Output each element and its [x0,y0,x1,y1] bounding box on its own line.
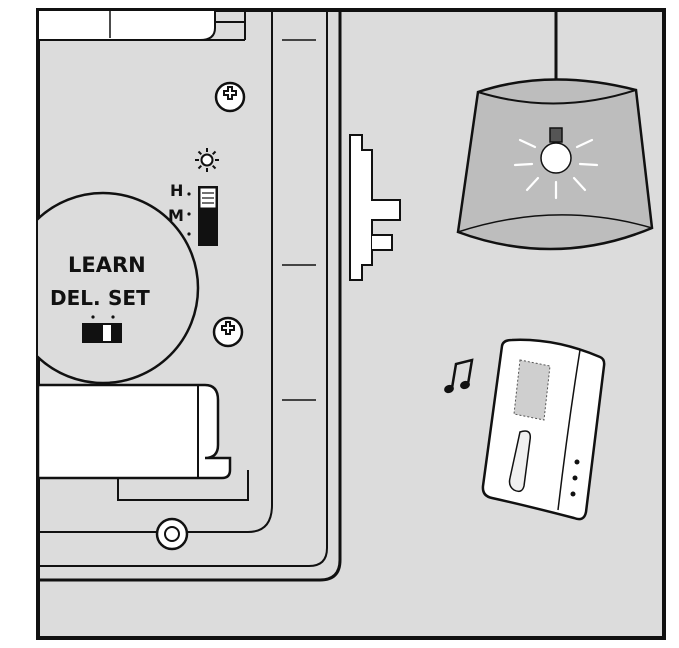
sun-icon [195,148,219,172]
light-bulb-icon [513,127,599,200]
learn-switch-knob[interactable] [103,325,111,341]
learn-title: LEARN [68,253,146,277]
device-housing [38,10,342,582]
side-clip [349,134,401,281]
learn-switch[interactable] [82,323,122,343]
bottom-battery [38,383,249,501]
screw-bottom [155,517,189,551]
music-note-icon [444,358,474,394]
chime-speaker-grille [513,359,551,421]
learn-callout: LEARN DEL. SET [38,191,200,385]
top-battery [38,10,216,41]
level-label-m: M [168,206,184,225]
chime-receiver [444,338,606,521]
del-label: DEL. [50,286,101,310]
level-label-h: H [170,181,183,200]
hanging-lamp [456,10,654,251]
brightness-slider-knob[interactable] [199,187,217,209]
screw-top [214,81,246,113]
screw-middle [212,316,244,348]
chime-light-window [508,430,532,493]
set-label: SET [108,286,150,310]
brightness-switch[interactable]: H M L [166,148,219,250]
